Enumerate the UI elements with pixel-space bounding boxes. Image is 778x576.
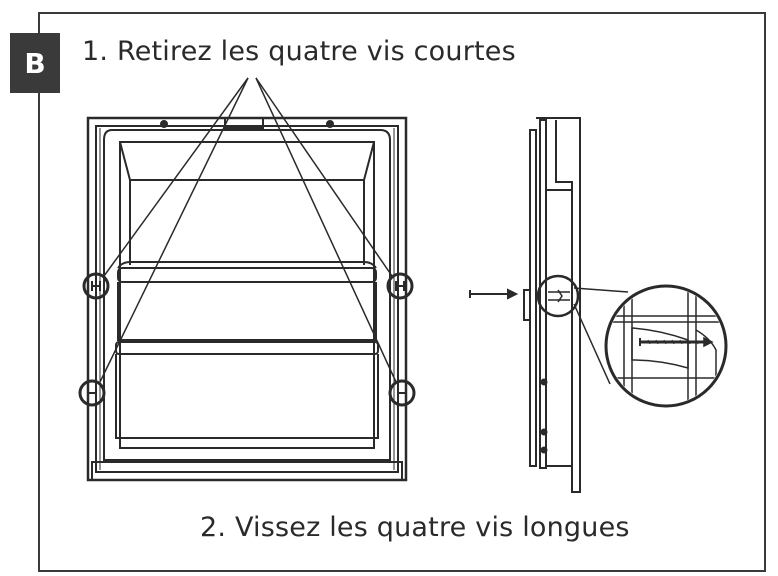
side-view-door xyxy=(523,117,581,493)
step-1-instruction: 1. Retirez les quatre vis courtes xyxy=(82,36,516,67)
detail-highlight xyxy=(536,274,580,318)
long-screw xyxy=(469,288,519,300)
screw-top-left xyxy=(82,272,110,300)
screw-bottom-left xyxy=(78,379,106,407)
magnified-detail xyxy=(604,284,728,408)
zoom-leader-lines xyxy=(573,287,629,385)
screw-top-right xyxy=(386,272,414,300)
pointer-lines xyxy=(99,77,397,383)
step-badge: B xyxy=(10,33,60,93)
step-2-instruction: 2. Vissez les quatre vis longues xyxy=(200,512,630,543)
screw-bottom-right xyxy=(388,379,416,407)
